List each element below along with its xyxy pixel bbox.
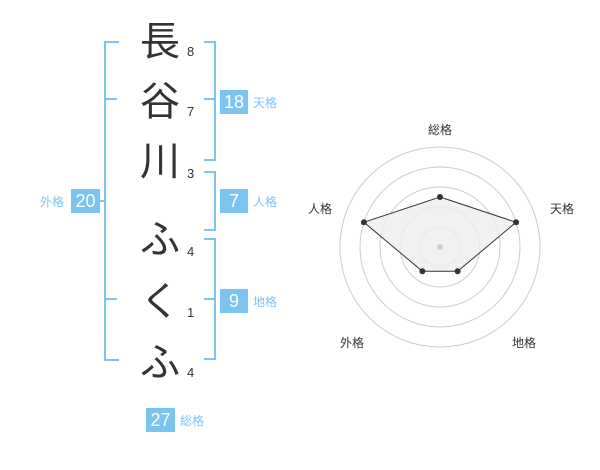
radar-point: [419, 268, 426, 275]
stroke-count-5: 1: [187, 305, 195, 320]
tenkaku-bracket: [204, 41, 216, 161]
radar-polygon: [362, 196, 518, 272]
radar-center-dot: [437, 244, 443, 250]
radar-axis-label-tenkaku: 天格: [549, 202, 574, 216]
soukaku-label: 総格: [180, 414, 205, 428]
bracket-tick: [106, 298, 117, 300]
stroke-count-6: 4: [187, 365, 195, 380]
bracket-tick: [106, 98, 117, 100]
name-char-4: ふ: [140, 217, 180, 263]
radar-ring: [359, 166, 521, 328]
radar-point: [360, 219, 367, 226]
stroke-count-2: 7: [187, 104, 195, 119]
name-char-1: 長: [140, 19, 180, 65]
radar-point: [454, 268, 461, 275]
radar-ring: [339, 146, 541, 348]
name-char-5: く: [140, 279, 180, 325]
chikaku-value: 9: [220, 289, 248, 313]
radar-ring: [379, 186, 501, 308]
name-char-6: ふ: [140, 340, 180, 386]
name-char-3: 川: [140, 139, 180, 185]
stroke-count-3: 3: [187, 166, 195, 181]
jinkaku-bracket: [204, 171, 216, 231]
bracket-tick: [204, 98, 214, 100]
gaikaku-value: 20: [71, 189, 100, 213]
radar-axis-label-soukaku: 総格: [427, 123, 452, 137]
stroke-count-4: 4: [187, 244, 195, 259]
radar-point: [437, 194, 443, 200]
radar-axis-label-jinkaku: 人格: [307, 202, 332, 216]
jinkaku-label: 人格: [253, 195, 278, 209]
tenkaku-label: 天格: [253, 96, 278, 110]
bracket-tick: [204, 298, 214, 300]
tenkaku-value: 18: [220, 90, 248, 114]
gaikaku-label: 外格: [40, 195, 65, 209]
stroke-count-1: 8: [187, 44, 195, 59]
name-char-2: 谷: [140, 79, 180, 125]
radar-point: [513, 219, 520, 226]
radar-axis-label-chikaku: 地格: [511, 336, 536, 350]
jinkaku-value: 7: [220, 189, 248, 213]
chikaku-label: 地格: [253, 295, 278, 309]
chikaku-bracket: [204, 238, 216, 360]
bracket-connector: [98, 200, 106, 202]
soukaku-value: 27: [146, 408, 175, 432]
radar-axis-label-gaikaku: 外格: [339, 336, 364, 350]
